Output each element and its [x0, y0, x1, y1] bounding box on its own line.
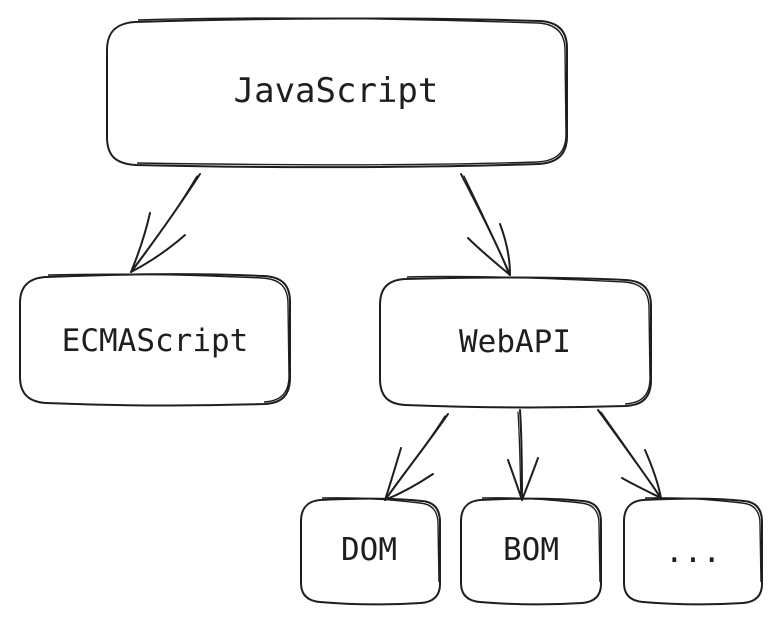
node-webapi-box: [379, 276, 652, 409]
node-javascript-label: JavaScript: [234, 71, 439, 111]
node-ecmascript-label: ECMAScript: [62, 323, 249, 359]
node-more-box: [623, 497, 763, 606]
node-ecmascript: ECMAScript: [19, 273, 291, 407]
node-dom-box: [300, 497, 441, 606]
node-bom-box: [460, 497, 602, 606]
arrow-webapi-to-more: [597, 409, 662, 499]
arrow-webapi-to-dom: [384, 413, 449, 501]
node-ecmascript-box: [19, 273, 291, 407]
node-dom: DOM: [300, 497, 441, 606]
node-javascript: JavaScript: [106, 17, 568, 169]
node-javascript-box: [106, 17, 568, 169]
node-more: ...: [623, 497, 763, 606]
node-dom-label: DOM: [341, 532, 397, 568]
node-webapi-label: WebAPI: [459, 324, 571, 360]
arrow-javascript-to-webapi: [460, 173, 511, 276]
node-bom: BOM: [460, 497, 602, 606]
node-webapi: WebAPI: [379, 275, 652, 409]
node-more-label: ...: [665, 534, 721, 570]
node-bom-label: BOM: [503, 532, 559, 568]
arrow-webapi-to-bom: [507, 409, 539, 501]
arrow-javascript-to-ecmascript: [130, 173, 201, 273]
